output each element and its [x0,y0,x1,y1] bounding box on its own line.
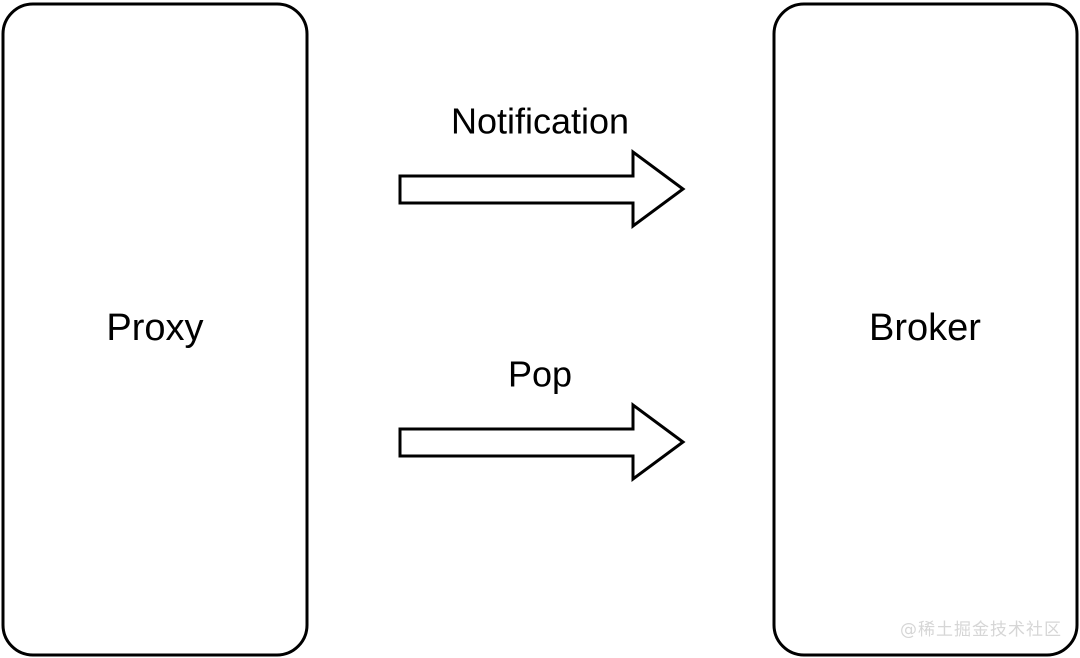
edge-notification[interactable]: Notification [398,101,686,229]
node-broker-shape[interactable] [772,2,1079,657]
edge-pop-label: Pop [508,354,572,395]
edge-pop[interactable]: Pop [398,354,686,482]
node-proxy-label: Proxy [106,307,203,349]
edge-notification-label: Notification [451,101,629,142]
node-broker[interactable]: Broker [772,2,1079,657]
watermark-label: @稀土掘金技术社区 [900,620,1062,640]
node-proxy-shape[interactable] [1,2,309,657]
node-broker-label: Broker [869,307,981,349]
node-proxy[interactable]: Proxy [1,2,309,657]
block-arrow-right-icon[interactable] [398,149,686,229]
block-arrow-right-icon[interactable] [398,402,686,482]
